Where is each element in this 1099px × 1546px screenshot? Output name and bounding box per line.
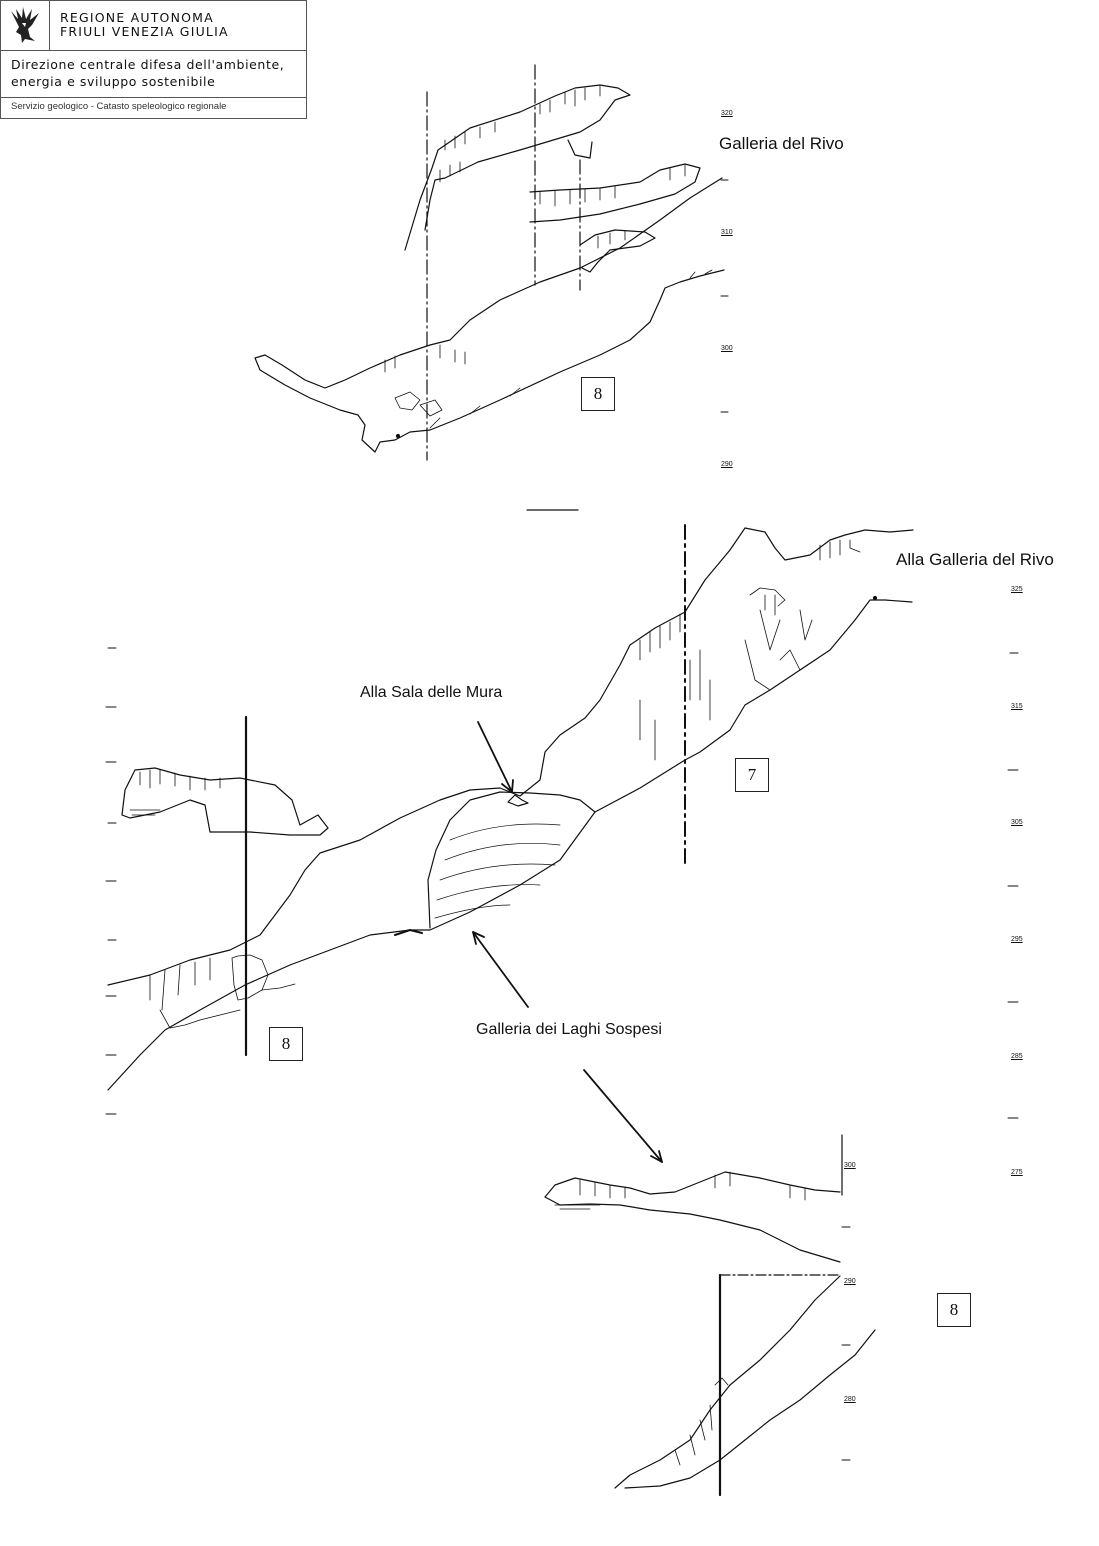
arrow-laghi-down	[583, 1069, 663, 1163]
label-galleria-del-rivo: Galleria del Rivo	[719, 134, 844, 153]
header-row-servizio: Servizio geologico - Catasto speleologic…	[1, 98, 306, 118]
direzione-line-1: Direzione centrale difesa dell'ambiente,	[11, 57, 285, 72]
bottom-shaft-lower	[624, 1329, 876, 1489]
label-alla-sala-delle-mura: Alla Sala delle Mura	[360, 684, 503, 701]
top-upper-pendant	[567, 139, 593, 159]
elev-mid-305: 305	[1011, 819, 1023, 826]
header-box: REGIONE AUTONOMA FRIULI VENEZIA GIULIA D…	[0, 0, 307, 119]
bottom-section	[544, 1134, 876, 1497]
top-small-stalactites	[597, 230, 626, 249]
arrow-laghi-up-head	[472, 931, 485, 945]
top-main-gallery	[254, 177, 725, 453]
bottom-gallery-stalactites	[554, 1171, 806, 1210]
bottom-scale-ticks	[841, 1226, 851, 1461]
arrows	[472, 721, 663, 1163]
middle-left-stalactites	[129, 769, 221, 816]
top-main-stalactites	[384, 269, 713, 429]
middle-left-gallery	[121, 767, 329, 836]
region-line-1: REGIONE AUTONOMA	[60, 10, 214, 25]
arrow-laghi-up	[472, 931, 529, 1008]
elev-bot-280: 280	[844, 1396, 856, 1403]
bottom-shaft-formations	[674, 1377, 729, 1466]
elev-top-290: 290	[721, 461, 733, 468]
direzione-line-2: energia e sviluppo sostenibile	[11, 74, 216, 89]
region-title: REGIONE AUTONOMA FRIULI VENEZIA GIULIA	[60, 11, 229, 39]
label-alla-galleria-del-rivo: Alla Galleria del Rivo	[896, 550, 1054, 569]
servizio-text: Servizio geologico - Catasto speleologic…	[11, 101, 227, 112]
elev-mid-285: 285	[1011, 1053, 1023, 1060]
header-row-direzione: Direzione centrale difesa dell'ambiente,…	[1, 51, 306, 98]
elev-top-300: 300	[721, 345, 733, 352]
section-box-middle-right: 7	[735, 758, 769, 792]
elev-bot-300: 300	[844, 1162, 856, 1169]
elev-mid-325: 325	[1011, 586, 1023, 593]
elev-mid-315: 315	[1011, 703, 1023, 710]
left-scale-ticks	[105, 647, 117, 1115]
region-line-2: FRIULI VENEZIA GIULIA	[60, 24, 229, 39]
elev-top-310: 310	[721, 229, 733, 236]
direzione-text: Direzione centrale difesa dell'ambiente,…	[11, 56, 284, 90]
top-dot	[395, 433, 401, 439]
top-middle-stalactites	[539, 164, 686, 207]
arrow-laghi-down-head	[650, 1150, 663, 1163]
top-upper-gallery	[404, 84, 631, 251]
middle-stalactites-right	[639, 539, 861, 761]
bottom-gallery-floor	[544, 1196, 841, 1263]
label-galleria-dei-laghi-sospesi: Galleria dei Laghi Sospesi	[476, 1021, 662, 1038]
logo-cell	[1, 1, 50, 50]
elev-mid-295: 295	[1011, 936, 1023, 943]
elev-bot-290: 290	[844, 1278, 856, 1285]
elev-top-320: 320	[721, 110, 733, 117]
top-scale-ticks	[720, 179, 729, 413]
middle-lower-left-formations	[149, 954, 296, 1029]
right-scale-ticks	[1007, 652, 1019, 1119]
bottom-shaft-upper	[614, 1275, 841, 1489]
top-section	[254, 64, 725, 511]
top-small-gallery	[579, 229, 656, 273]
section-box-top: 8	[581, 377, 615, 411]
elev-mid-275: 275	[1011, 1169, 1023, 1176]
bottom-gallery-roof	[544, 1171, 841, 1198]
middle-floor-rubble	[394, 929, 423, 936]
middle-dome	[427, 791, 596, 929]
section-box-middle-left: 8	[269, 1027, 303, 1061]
middle-dome-hatch	[434, 823, 561, 919]
middle-dot-right	[872, 595, 878, 601]
middle-outer-roof	[107, 527, 914, 986]
top-upper-stalactites	[439, 85, 601, 183]
middle-sala-opening	[507, 794, 529, 807]
middle-section	[107, 524, 914, 1091]
arrow-sala-delle-mura	[477, 721, 513, 793]
middle-floor	[107, 599, 913, 1091]
section-box-bottom: 8	[937, 1293, 971, 1327]
eagle-icon	[11, 7, 39, 43]
arrow-sala-head	[501, 779, 514, 793]
header-row-region: REGIONE AUTONOMA FRIULI VENEZIA GIULIA	[1, 1, 306, 51]
